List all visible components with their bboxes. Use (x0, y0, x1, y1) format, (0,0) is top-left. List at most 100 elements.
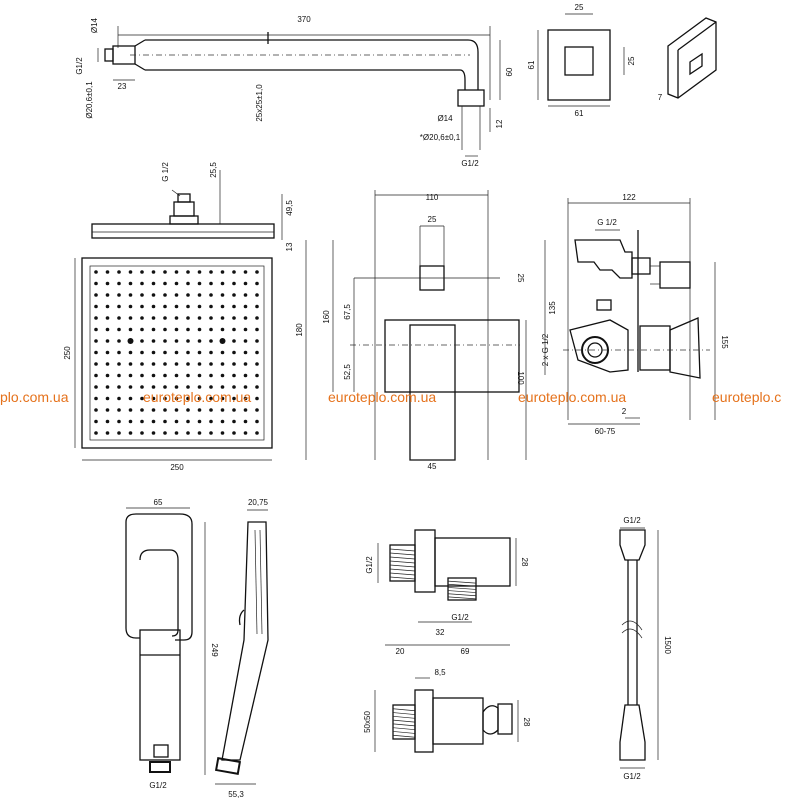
nozzle-dot (255, 408, 259, 412)
nozzle-dot (151, 385, 156, 389)
nozzle-dot (174, 316, 179, 320)
nozzle-dot (197, 396, 202, 401)
nozzle-dot (255, 316, 259, 320)
handshower-width-label: 65 (154, 498, 163, 507)
shower-head-side-view: G 1/2 25,5 49,5 13 (91, 162, 294, 251)
nozzle-dot (186, 362, 190, 366)
nozzle-dot (209, 316, 213, 320)
arm-length-label: 370 (297, 15, 311, 24)
nozzle-dot (255, 304, 259, 309)
nozzle-dot (232, 350, 236, 355)
flange-inner-top-label: 25 (575, 3, 584, 12)
nozzle-dot (174, 396, 179, 401)
nozzle-dot (151, 431, 156, 435)
nozzle-dot (94, 362, 98, 366)
nozzle-dot (117, 293, 121, 297)
nozzle-dot (94, 350, 98, 355)
nozzle-dot (209, 431, 213, 435)
handshower-length-label: 249 (210, 643, 219, 657)
shower-arm-view: 370 Ø14 G1/2 Ø20,6±0,1 23 25x25±1,0 60 Ø… (75, 15, 514, 168)
nozzle-dot (117, 419, 121, 424)
nozzle-dot (94, 419, 98, 424)
nozzle-dot (117, 350, 121, 355)
nozzle-dot (197, 373, 202, 378)
nozzle-dot (174, 281, 179, 286)
nozzle-dot (94, 316, 98, 320)
outlet-thread-out-label: G1/2 (451, 613, 469, 622)
nozzle-dot (186, 339, 190, 343)
nozzle-dot (174, 293, 179, 297)
flange-view: 25 61 61 25 7 (527, 3, 717, 118)
arm-height-label: 60 (505, 67, 514, 76)
nozzle-dot (232, 396, 236, 401)
nozzle-dot (209, 419, 213, 424)
nozzle-dot (220, 396, 225, 401)
nozzle-dot (128, 350, 133, 355)
nozzle-dot (220, 373, 225, 378)
nozzle-dot (128, 431, 133, 435)
nozzle-dot (186, 327, 190, 332)
nozzle-dot (197, 316, 202, 320)
nozzle-dot (255, 373, 259, 378)
nozzle-dot (220, 281, 225, 286)
mixer-side-width-label: 122 (622, 193, 636, 202)
nozzle-dot (174, 327, 179, 332)
nozzle-dot (209, 350, 213, 355)
nozzle-dot (151, 281, 156, 286)
nozzle-dot (151, 419, 156, 424)
nozzle-dot (117, 396, 121, 401)
nozzle-dot (220, 419, 225, 424)
nozzle-dot (255, 270, 259, 274)
mixer-h160-label: 160 (322, 310, 331, 324)
nozzle-dot (151, 373, 156, 378)
nozzle-dot (197, 304, 202, 309)
nozzle-dot (151, 327, 156, 332)
nozzle-dot (209, 385, 213, 389)
nozzle-dot (94, 396, 98, 401)
nozzle-dot (209, 281, 213, 286)
mixer-pipe-h-label: 25 (516, 274, 525, 283)
nozzle-dot (163, 293, 167, 297)
nozzle-dot (140, 408, 144, 412)
nozzle-dot (232, 339, 236, 343)
head-thread-label: G 1/2 (161, 162, 170, 182)
nozzle-dot (94, 270, 98, 274)
watermark-text-3: euroteplo.com.ua (328, 389, 436, 405)
holder-h28-label: 28 (522, 718, 531, 727)
mixer-h52-label: 52,5 (343, 364, 352, 380)
nozzle-dot (117, 408, 121, 412)
nozzle-dot (197, 327, 202, 332)
nozzle-dot (186, 270, 190, 274)
nozzle-dot (243, 339, 248, 343)
nozzle-dot (140, 385, 144, 389)
head-neck-label: 25,5 (209, 162, 218, 178)
nozzle-dot (163, 408, 167, 412)
nozzle-dot (243, 396, 248, 401)
nozzle-dot (255, 281, 259, 286)
outlet-w69-label: 69 (461, 647, 470, 656)
nozzle-dot (197, 385, 202, 389)
nozzle-dot (128, 327, 133, 332)
nozzle-dot (209, 396, 213, 401)
nozzle-dot (255, 350, 259, 355)
nozzle-dot (197, 408, 202, 412)
nozzle-dot (105, 339, 110, 343)
head-top-width-label: 250 (170, 463, 184, 472)
nozzle-dot (94, 431, 98, 435)
nozzle-dot (243, 270, 248, 274)
nozzle-dot (128, 419, 133, 424)
mixer-total-h-label: 180 (295, 323, 304, 337)
nozzle-dot (117, 339, 121, 343)
nozzle-dot (128, 362, 133, 366)
nozzle-dot (94, 408, 98, 412)
nozzle-dot (163, 362, 167, 366)
mixer-threads-label: 2 x G 1/2 (541, 333, 550, 366)
nozzle-dot (117, 281, 121, 286)
nozzle-dot (232, 304, 236, 309)
nozzle-dot (163, 327, 167, 332)
nozzle-dot (220, 385, 225, 389)
mixer-body-w-label: 45 (428, 462, 437, 471)
nozzle-dot (255, 293, 259, 297)
outlet-thread (389, 544, 416, 582)
nozzle-dot (128, 281, 133, 286)
